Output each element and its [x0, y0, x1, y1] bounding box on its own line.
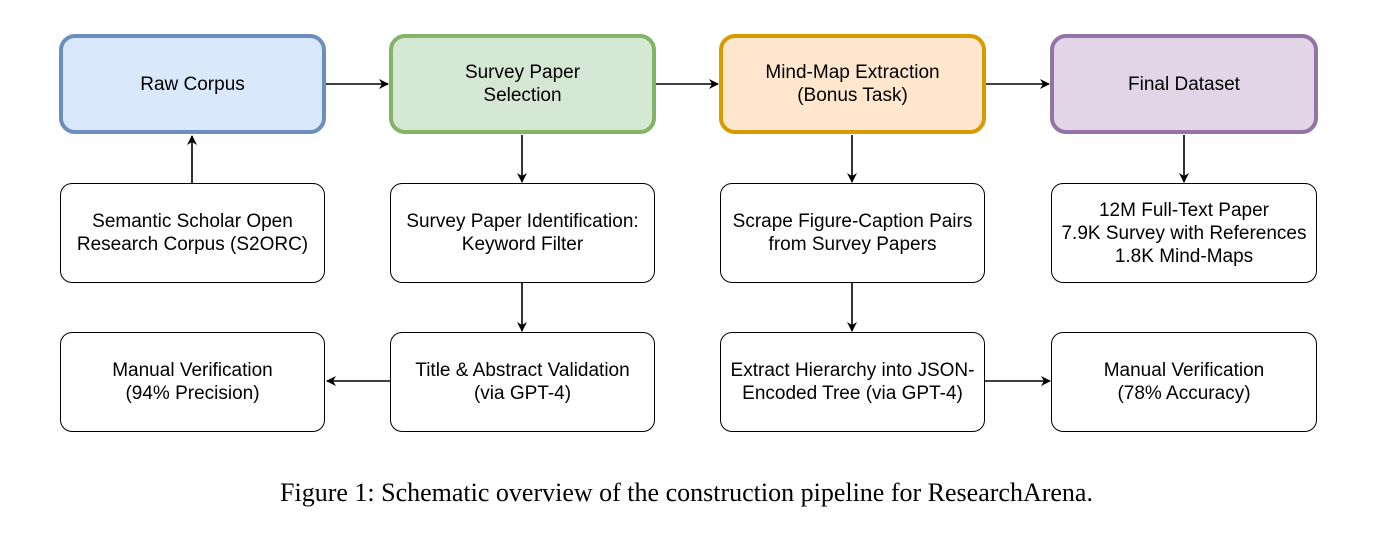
box-line: Survey Paper Identification: [406, 211, 639, 232]
connector-layer [187, 79, 1189, 386]
box-line: (via GPT-4) [473, 383, 572, 404]
box-line: Encoded Tree (via GPT-4) [742, 383, 963, 404]
survey-selection-box: Survey Paper Selection [389, 34, 656, 134]
box-line: (Bonus Task) [797, 85, 908, 106]
box-line: 12M Full-Text Paper [1098, 199, 1269, 221]
mindmap-extraction-box: Mind-Map Extraction (Bonus Task) [719, 34, 986, 134]
box-line: Final Dataset [1128, 73, 1240, 95]
box-line: Selection [483, 85, 562, 106]
box-line: Keyword Filter [461, 234, 584, 255]
box-line: Manual Verification [112, 360, 273, 381]
box-line: Extract Hierarchy into JSON- [730, 360, 975, 381]
box-line: 7.9K Survey with References [1061, 222, 1307, 244]
box-line: 1.8K Mind-Maps [1114, 245, 1254, 267]
box-line: Research Corpus (S2ORC) [76, 234, 309, 255]
box-line: Semantic Scholar Open [92, 211, 293, 232]
raw-corpus-box: Raw Corpus [59, 34, 326, 134]
gpt4-validation-box: Title & Abstract Validation (via GPT-4) [390, 332, 655, 432]
box-line: Mind-Map Extraction [765, 62, 940, 83]
box-line: Manual Verification [1103, 360, 1265, 381]
box-line: Scrape Figure-Caption Pairs [732, 211, 973, 232]
box-line: Survey Paper [464, 62, 581, 83]
dataset-stats-box: 12M Full-Text Paper 7.9K Survey with Ref… [1051, 183, 1317, 283]
box-line: Raw Corpus [140, 73, 245, 95]
figure-caption: Figure 1: Schematic overview of the cons… [280, 478, 1093, 507]
box-line: from Survey Papers [768, 234, 937, 255]
box-line: Title & Abstract Validation [415, 360, 630, 381]
box-line: (78% Accuracy) [1117, 383, 1251, 404]
s2orc-box: Semantic Scholar Open Research Corpus (S… [60, 183, 325, 283]
box-line: (94% Precision) [125, 383, 260, 404]
manual-verification-precision-box: Manual Verification (94% Precision) [60, 332, 325, 432]
final-dataset-box: Final Dataset [1050, 34, 1318, 134]
keyword-filter-box: Survey Paper Identification: Keyword Fil… [390, 183, 655, 283]
manual-verification-accuracy-box: Manual Verification (78% Accuracy) [1051, 332, 1317, 432]
scrape-pairs-box: Scrape Figure-Caption Pairs from Survey … [720, 183, 985, 283]
extract-hierarchy-box: Extract Hierarchy into JSON- Encoded Tre… [720, 332, 985, 432]
